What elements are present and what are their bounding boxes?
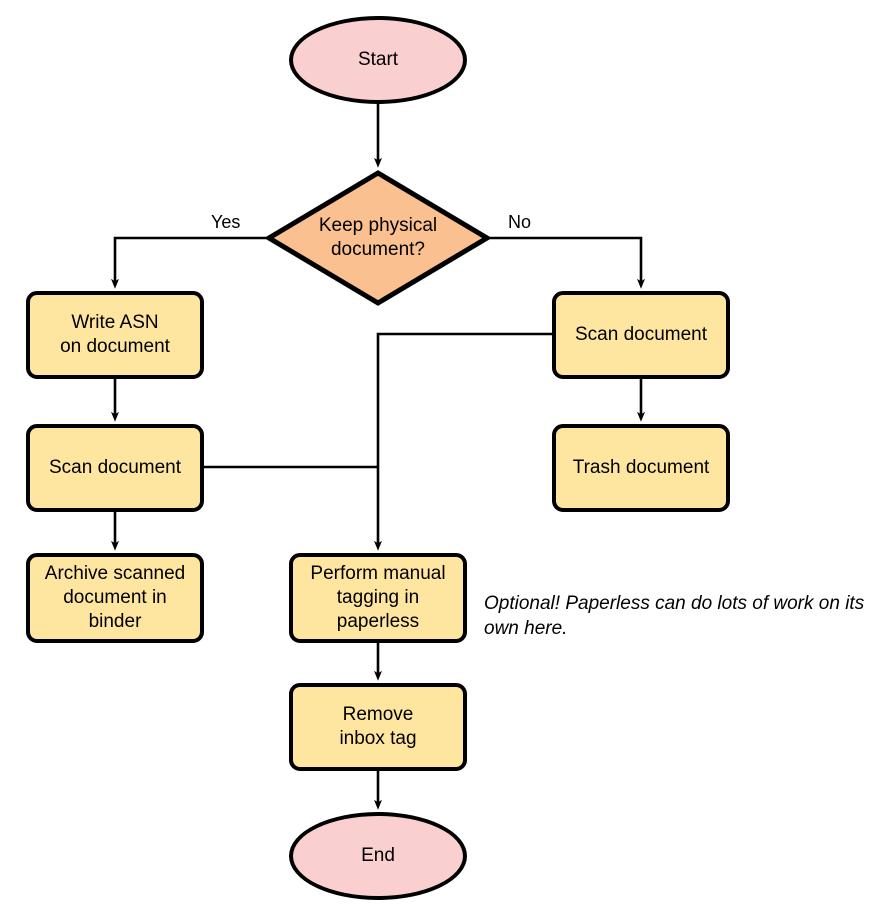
edge-label-no: No (508, 212, 532, 232)
node-keep-physical-document-label: Keep physical document? (318, 215, 438, 260)
node-end-label: End (361, 845, 395, 866)
node-trash-document[interactable]: Trash document (552, 424, 730, 512)
node-scan-document-left[interactable]: Scan document (26, 424, 204, 512)
node-scan-document-left-label: Scan document (48, 457, 182, 478)
node-write-asn-label: Write ASN on document (60, 312, 170, 357)
node-keep-physical-document-decision[interactable]: Keep physical document? (266, 170, 490, 306)
edge-label-yes: Yes (211, 212, 241, 232)
node-archive-scanned-document-label: Archive scanned document in binder (44, 563, 186, 632)
diamond-shape (266, 170, 490, 306)
node-end[interactable]: End (289, 812, 467, 900)
node-start-label: Start (357, 49, 399, 70)
annotation-optional-note: Optional! Paperless can do lots of work … (484, 593, 865, 639)
node-start[interactable]: Start (289, 16, 467, 104)
node-write-asn-on-document[interactable]: Write ASN on document (26, 291, 204, 379)
edge-decision-no-to-scan-right (490, 236, 645, 289)
node-scan-document-right-label: Scan document (574, 324, 708, 345)
node-archive-scanned-document[interactable]: Archive scanned document in binder (26, 553, 204, 643)
node-trash-document-label: Trash document (572, 457, 710, 478)
node-perform-manual-tagging-label: Perform manual tagging in paperless (310, 563, 446, 632)
node-remove-inbox-tag-label: Remove inbox tag (339, 704, 417, 749)
node-remove-inbox-tag[interactable]: Remove inbox tag (289, 683, 467, 771)
node-perform-manual-tagging[interactable]: Perform manual tagging in paperless (289, 553, 467, 643)
edge-scan-right-to-tagging (374, 332, 552, 551)
node-scan-document-right[interactable]: Scan document (552, 291, 730, 379)
edge-decision-yes-to-write-asn (111, 236, 266, 289)
